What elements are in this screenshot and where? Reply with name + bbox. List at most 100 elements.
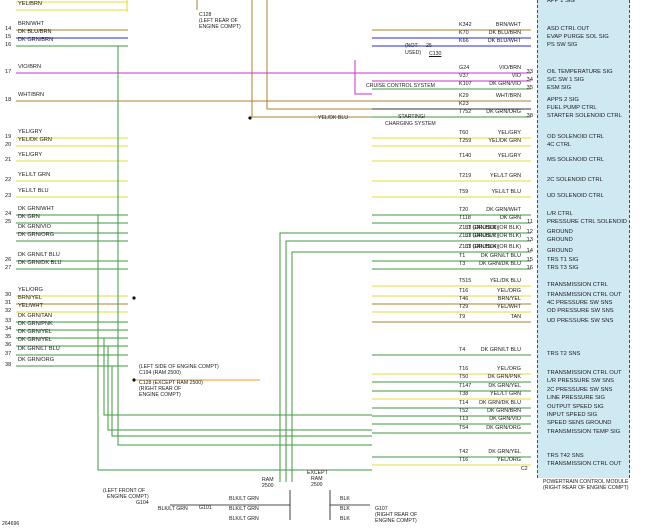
- module-circuit-label: UD PRESSURE SW SNS: [547, 318, 614, 324]
- circuit-code: G24: [459, 65, 470, 71]
- module-pin: 12: [526, 229, 533, 235]
- right-wire-color: YEL/DK BLU: [489, 278, 521, 284]
- left-wire-color: DK GRN/DK BLU: [18, 260, 62, 266]
- circuit-code: T38: [459, 391, 469, 397]
- left-wire-color: WHT/BRN: [18, 92, 45, 98]
- module-circuit-label: TRS T42 SNS: [547, 453, 584, 459]
- circuit-code: T59: [459, 189, 469, 195]
- module-circuit-label: OIL TEMPERATURE SIG: [547, 69, 613, 75]
- left-wire-color: DK GRN/PNK: [18, 321, 53, 327]
- connector-pin: 31: [5, 300, 12, 306]
- right-wire-color: DK BLU/WHT: [487, 38, 521, 44]
- connector-pin: 38: [5, 362, 12, 368]
- ground-wire-0: [279, 232, 531, 482]
- right-wire-color: DK GRN/DK BLU: [479, 261, 521, 267]
- tan-fuel: [266, 0, 372, 110]
- circuit-code: K70: [459, 30, 469, 36]
- connector-pin: 25: [5, 219, 12, 225]
- connector-pin: 33: [5, 318, 12, 324]
- right-wire-color: DK GRN: [500, 215, 521, 221]
- right-wire-color: VIO/BRN: [498, 65, 521, 71]
- left-wire-color: DK GRN/WHT: [18, 206, 55, 212]
- module-pin: 14: [526, 248, 533, 254]
- connector-pin: 24: [5, 211, 12, 217]
- circuit-code: T16: [459, 457, 469, 463]
- left-wire-color: VIO/BRN: [18, 64, 42, 70]
- circuit-code: T4: [459, 347, 466, 353]
- figure-id: 264696: [2, 521, 20, 527]
- left-wire-color: YEL/DK GRN: [18, 137, 52, 143]
- right-wire-color: LT GRN/BLK (OR BLK): [465, 233, 521, 239]
- circuit-code: T20: [459, 207, 469, 213]
- magenta-cruise: [354, 60, 372, 95]
- ram-label-2: 2500: [262, 483, 274, 489]
- module-circuit-label: 2C PRESSURE SW SNS: [547, 387, 613, 393]
- starting-system-label: STARTING/: [398, 114, 426, 120]
- module-circuit-label: LINE PRESSURE SIG: [547, 395, 605, 401]
- module-circuit-label: INPUT SPEED SIG: [547, 412, 598, 418]
- connector-pin: 19: [5, 134, 12, 140]
- cruise-control-label: CRUISE CONTROL SYSTEM: [366, 83, 435, 89]
- circuit-code: T13: [459, 416, 469, 422]
- connector-pin: 32: [5, 308, 12, 314]
- module-circuit-label: TRANSMISSION CTRL OUT: [547, 370, 622, 376]
- g107-location: (RIGHT REAR OF: [375, 512, 418, 518]
- green-trunk-3: [16, 345, 372, 431]
- left-wire-color: YEL/GRY: [18, 152, 43, 158]
- module-circuit-label: TRS T1 SIG: [547, 257, 579, 263]
- module-circuit-label: PRESSURE CTRL SOLENOID: [547, 219, 627, 225]
- left-wire-color: YEL/LT BLU: [18, 188, 49, 194]
- left-wire-color: DK GRN/VIO: [18, 224, 51, 230]
- except-label-2: RAM: [311, 476, 323, 482]
- module-circuit-label: 2C SOLENOID CTRL: [547, 177, 603, 183]
- left-wire-color: YEL/GRY: [18, 129, 43, 135]
- green-trunk-0: [16, 45, 372, 446]
- connector-pin: 36: [5, 342, 12, 348]
- right-wire-color: YEL/DK GRN: [488, 138, 521, 144]
- module-circuit-label: TRS T3 SIG: [547, 265, 579, 271]
- module-location: (RIGHT REAR OF ENGINE COMPT): [543, 485, 629, 491]
- tan-starter: [251, 0, 372, 118]
- green-trunk-1: [16, 214, 372, 471]
- connector-pin: 18: [5, 97, 12, 103]
- right-wire-color: DK GRN/PNK: [487, 374, 521, 380]
- right-wire-color: BRN/YEL: [497, 296, 521, 302]
- c128-location-line1: (LEFT REAR OF: [199, 18, 238, 24]
- connector-pin: 26: [5, 257, 12, 263]
- circuit-code: T60: [459, 130, 469, 136]
- not-used-label: (NOT: [405, 43, 418, 49]
- blk-lt-grn-1: BLK/LT GRN: [229, 496, 259, 502]
- module-circuit-label: ESM SIG: [547, 85, 572, 91]
- circuit-code: T29: [459, 304, 469, 310]
- left-wire-color: YEL/LT GRN: [18, 172, 51, 178]
- c130-label: C130: [429, 51, 442, 57]
- module-connector-id: C2: [521, 466, 528, 472]
- module-circuit-label: TRANSMISSION CTRL OUT: [547, 461, 622, 467]
- right-wire-color: YEL/ORG: [497, 366, 521, 372]
- left-wire-color: DK GRN/TAN: [18, 313, 53, 319]
- right-wire-color: YEL/ORG: [497, 457, 521, 463]
- circuit-code: Z133 (OR Z904): [459, 244, 499, 250]
- circuit-code: K107: [459, 81, 472, 87]
- circuit-code: Z133 (OR Z977): [459, 233, 499, 239]
- module-circuit-label: UD SOLENOID CTRL: [547, 193, 604, 199]
- c128b-location: (RIGHT REAR OF: [139, 386, 182, 392]
- right-wire-color: DK BLU/BRN: [488, 30, 521, 36]
- circuit-code: Z133 (OR Z908): [459, 225, 499, 231]
- right-wire-color: YEL/LT BLU: [491, 189, 521, 195]
- blk-3: BLK: [340, 516, 350, 522]
- module-pin: 16: [526, 265, 533, 271]
- right-wire-color: YEL/ORG: [497, 288, 521, 294]
- connector-pin: 37: [5, 351, 12, 357]
- circuit-code: K29: [459, 93, 469, 99]
- module-circuit-label: TRANSMISSION CTRL: [547, 282, 608, 288]
- connector-pin: 17: [5, 69, 12, 75]
- module-circuit-label: ASD CTRL OUT: [547, 26, 590, 32]
- g107-location-2: ENGINE COMPT): [375, 518, 417, 524]
- right-wire-color: YEL/LT GRN: [490, 391, 521, 397]
- module-circuit-label: TRANSMISSION CTRL OUT: [547, 292, 622, 298]
- module-circuit-label: SPEED SENS GROUND: [547, 420, 612, 426]
- right-wire-color: DK GRN/VIO: [489, 81, 521, 87]
